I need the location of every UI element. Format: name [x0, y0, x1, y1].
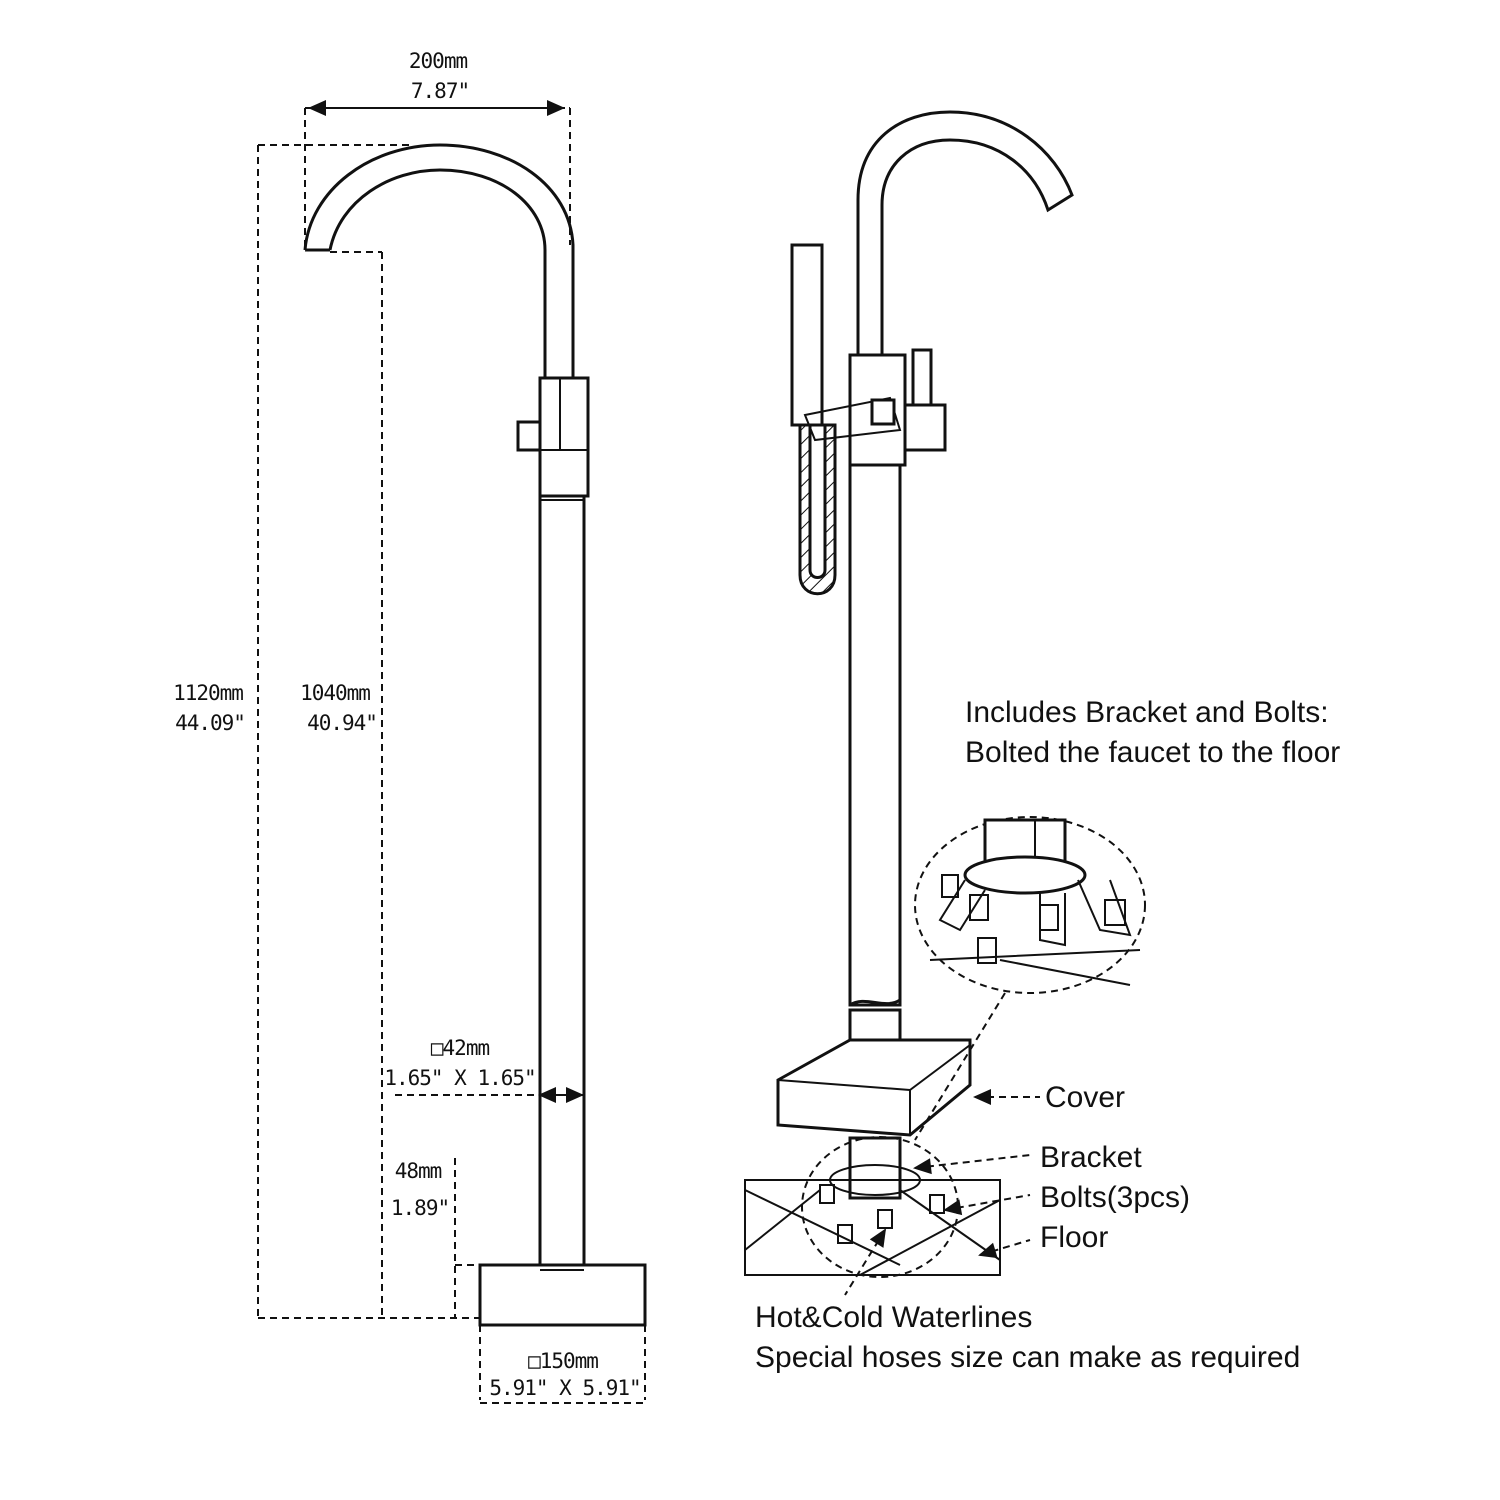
detail-bracket: [929, 818, 1141, 986]
bolts-small: [819, 1184, 945, 1244]
base-left: [478, 1263, 647, 1327]
detail-circle-large: [914, 816, 1146, 994]
part-label-bracket: Bracket: [1040, 1141, 1142, 1174]
part-label-floor: Floor: [1040, 1221, 1108, 1254]
spout-height-imperial: 40.94": [307, 711, 377, 735]
isometric-view: [744, 110, 1146, 1278]
bracket-note-line2: Bolted the faucet to the floor: [965, 736, 1340, 769]
base-size-metric: □150mm: [528, 1349, 598, 1373]
part-label-bolts: Bolts(3pcs): [1040, 1181, 1190, 1214]
pipe-size-imperial: 1.65" X 1.65": [384, 1066, 535, 1090]
spout-reach-metric: 200mm: [409, 49, 468, 73]
knob-right: [870, 398, 896, 426]
bracket-note-line1: Includes Bracket and Bolts:: [965, 696, 1329, 729]
dimension-lines: [257, 100, 646, 1404]
waterlines-note-line2: Special hoses size can make as required: [755, 1341, 1300, 1374]
main-pipe-right: [848, 463, 902, 1007]
hand-shower: [790, 243, 824, 427]
valve-body-left: [538, 376, 590, 498]
spout-right: [856, 110, 1074, 370]
waterlines-note-line1: Hot&Cold Waterlines: [755, 1301, 1032, 1334]
overall-height-imperial: 44.09": [175, 711, 245, 735]
part-leaders: [844, 1089, 1040, 1296]
spout-height-metric: 1040mm: [300, 681, 370, 705]
lever-handle: [911, 348, 933, 407]
part-label-cover: Cover: [1045, 1081, 1125, 1114]
pipe-size-metric: □42mm: [431, 1036, 490, 1060]
spout-reach-imperial: 7.87": [411, 79, 469, 103]
hose-loop: [798, 423, 837, 596]
main-pipe-left: [538, 494, 586, 1268]
bracket-ring: [829, 1164, 921, 1196]
base-height-metric: 48mm: [395, 1159, 442, 1183]
overall-height-metric: 1120mm: [173, 681, 243, 705]
base-height-imperial: 1.89": [391, 1196, 449, 1220]
floor-block: [744, 1179, 1001, 1276]
base-size-imperial: 5.91" X 5.91": [489, 1376, 640, 1400]
knob-left: [516, 420, 542, 452]
spout-left: [303, 143, 575, 378]
side-view: [303, 143, 647, 1327]
